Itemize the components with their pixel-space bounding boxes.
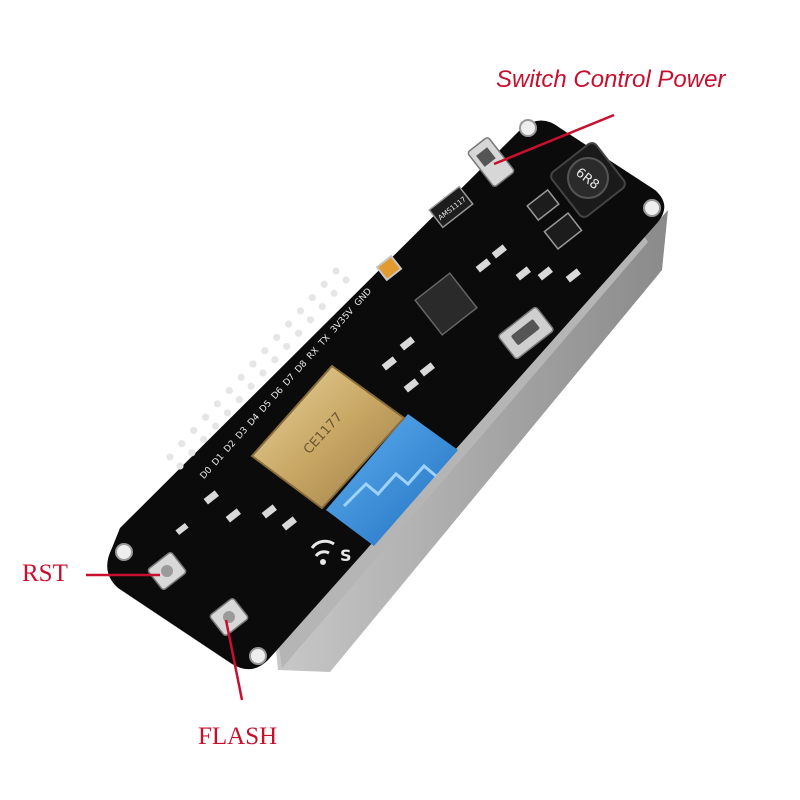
header-pin-hole [178, 440, 186, 448]
header-pin-hole [213, 400, 222, 408]
switch-control-power-label: Switch Control Power [496, 66, 726, 93]
header-pin-hole [259, 369, 267, 377]
antenna-trace [342, 463, 437, 508]
pin-header [166, 267, 350, 470]
rst-button[interactable] [147, 551, 187, 591]
mount-hole [643, 199, 661, 217]
inductor: 6R8 [550, 142, 626, 218]
header-pin-hole [271, 356, 279, 364]
header-pin-hole [237, 373, 245, 381]
flash-label: FLASH [198, 723, 278, 750]
header-pin-hole [332, 267, 340, 275]
smd-chip [526, 188, 560, 222]
header-pin-hole [284, 320, 293, 328]
header-pin-hole [306, 316, 315, 324]
mount-hole [115, 543, 133, 561]
battery-holder-edge [278, 230, 648, 668]
smd-components [175, 244, 581, 536]
header-pin-hole [273, 333, 281, 342]
header-pin-hole [296, 307, 305, 315]
header-pin-hole [308, 293, 316, 302]
mount-hole [249, 647, 267, 665]
header-pin-hole [188, 449, 196, 457]
wifi-logo-letter: S [340, 546, 352, 565]
mount-hole [519, 119, 537, 137]
header-pin-hole [247, 382, 255, 390]
header-pin-hole [249, 360, 257, 368]
header-pin-hole [223, 409, 232, 417]
micro-usb-port[interactable] [498, 306, 554, 360]
header-pin-hole [320, 280, 328, 288]
header-pin-hole [176, 462, 184, 470]
header-pin-hole [294, 329, 303, 337]
power-switch[interactable] [467, 137, 515, 188]
header-pin-hole [200, 435, 208, 444]
callout-line-switch [493, 113, 615, 166]
header-pin-hole [283, 342, 291, 351]
header-pin-hole [318, 302, 326, 311]
header-pin-hole [166, 453, 174, 461]
rst-label: RST [22, 560, 68, 587]
smd-chip [543, 212, 583, 250]
header-pin-hole [342, 276, 350, 284]
header-pin-hole [211, 422, 220, 430]
header-pin-hole [201, 413, 210, 421]
header-pin-hole [190, 426, 198, 435]
callout-line-flash [224, 619, 244, 701]
header-pin-hole [261, 347, 269, 355]
header-pin-hole [330, 289, 338, 297]
wifi-logo-icon: S [310, 539, 352, 565]
header-pin-hole [225, 386, 233, 395]
capacitor [375, 254, 403, 282]
usb-uart-chip [414, 272, 478, 336]
pcb-board [107, 120, 665, 670]
header-pin-hole [235, 395, 243, 404]
esp-module-shield [250, 364, 406, 510]
